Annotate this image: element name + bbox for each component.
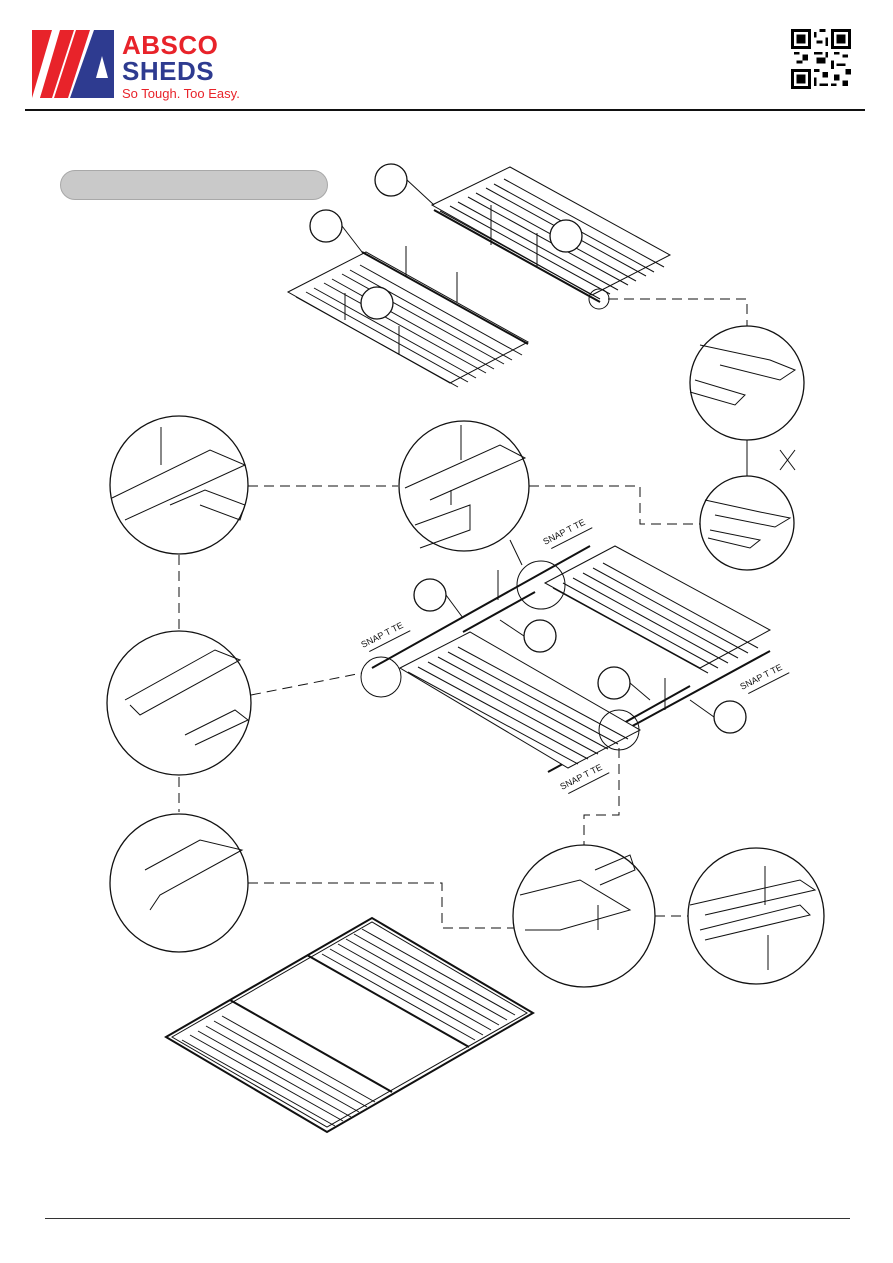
step-heading-bar: [60, 170, 328, 200]
detail-bottom-center: [512, 748, 688, 988]
qr-code-icon: [791, 29, 851, 89]
footer-divider: [45, 1218, 850, 1219]
snaptite-label-left: SNAP T TE: [359, 620, 411, 652]
snaptite-label-right: SNAP T TE: [738, 662, 790, 694]
detail-center-top: [398, 420, 700, 552]
floor-panel-top-right: [374, 163, 672, 310]
header-divider: [25, 109, 865, 111]
brand-name-top: ABSCO: [122, 30, 219, 60]
floor-panel-top-left: [286, 209, 530, 388]
detail-top-right-2: [699, 440, 796, 571]
brand-name-bottom: SHEDS: [122, 56, 215, 86]
floor-assembled: [164, 916, 535, 1134]
detail-bottom-right: [687, 847, 825, 985]
floor-frame-exploded: [360, 539, 772, 773]
detail-left-middle: [106, 630, 363, 812]
detail-top-right-1: [608, 298, 805, 441]
absco-logo-icon: [32, 30, 114, 98]
brand-tagline: So Tough. Too Easy.: [122, 86, 240, 101]
detail-left-top: [109, 415, 398, 633]
snaptite-label-top: SNAP T TE: [541, 517, 593, 549]
detail-left-bottom: [109, 813, 516, 953]
